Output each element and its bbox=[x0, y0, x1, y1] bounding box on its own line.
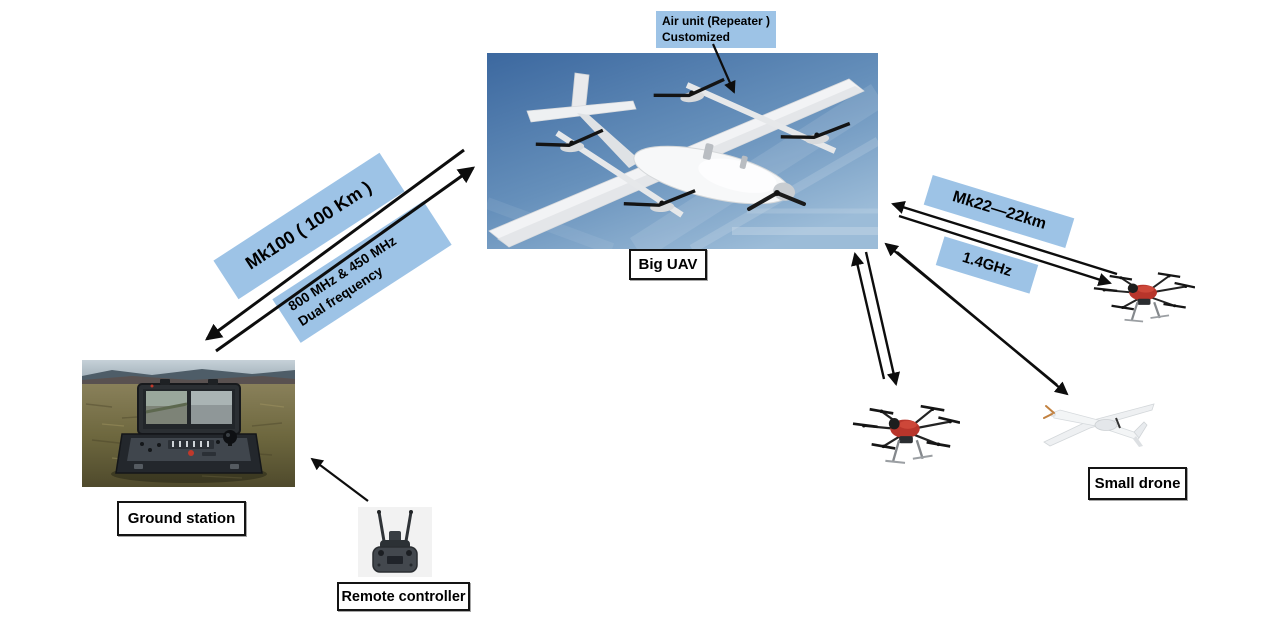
arrow-hex2-to-biguav bbox=[851, 252, 886, 380]
rotor bbox=[623, 189, 696, 213]
big-uav-caption: Big UAV bbox=[629, 249, 707, 280]
rotor bbox=[780, 121, 851, 145]
ground-station-illustration bbox=[82, 360, 295, 487]
frequency-1-4ghz-text: 1.4GHz bbox=[960, 249, 1014, 281]
ground-station-caption-text: Ground station bbox=[127, 510, 236, 527]
hexacopter-drone-2 bbox=[852, 401, 960, 467]
rotor bbox=[535, 128, 604, 153]
air-unit-label: Air unit (Repeater ) Customized bbox=[656, 11, 776, 49]
mk22-range-text: Mk22—22km bbox=[950, 188, 1049, 233]
hexacopter-illustration bbox=[1093, 272, 1195, 323]
fixed-wing-small-drone bbox=[1040, 398, 1160, 450]
big-uav-illustration bbox=[487, 53, 878, 249]
remote-controller-illustration bbox=[358, 507, 432, 577]
fixed-wing-illustration bbox=[1043, 403, 1155, 447]
hexacopter-illustration bbox=[852, 404, 960, 464]
big-uav-caption-text: Big UAV bbox=[638, 256, 698, 273]
arrow-remote-to-ground bbox=[310, 457, 369, 502]
remote-controller-caption: Remote controller bbox=[337, 582, 470, 611]
hexacopter-drone-1 bbox=[1093, 269, 1195, 325]
air-unit-label-line2: Customized bbox=[662, 29, 731, 44]
arrow-biguav-to-hex2 bbox=[864, 251, 901, 386]
ground-station-photo bbox=[82, 360, 295, 487]
small-drone-caption: Small drone bbox=[1088, 467, 1187, 500]
air-unit-label-line1: Air unit (Repeater ) bbox=[662, 14, 771, 28]
remote-controller-photo bbox=[358, 507, 432, 577]
frequency-1-4ghz-label: 1.4GHz bbox=[935, 236, 1039, 294]
big-uav-photo bbox=[487, 53, 878, 249]
remote-controller-caption-text: Remote controller bbox=[341, 588, 466, 605]
ground-station-caption: Ground station bbox=[117, 501, 246, 536]
small-drone-caption-text: Small drone bbox=[1094, 475, 1181, 492]
